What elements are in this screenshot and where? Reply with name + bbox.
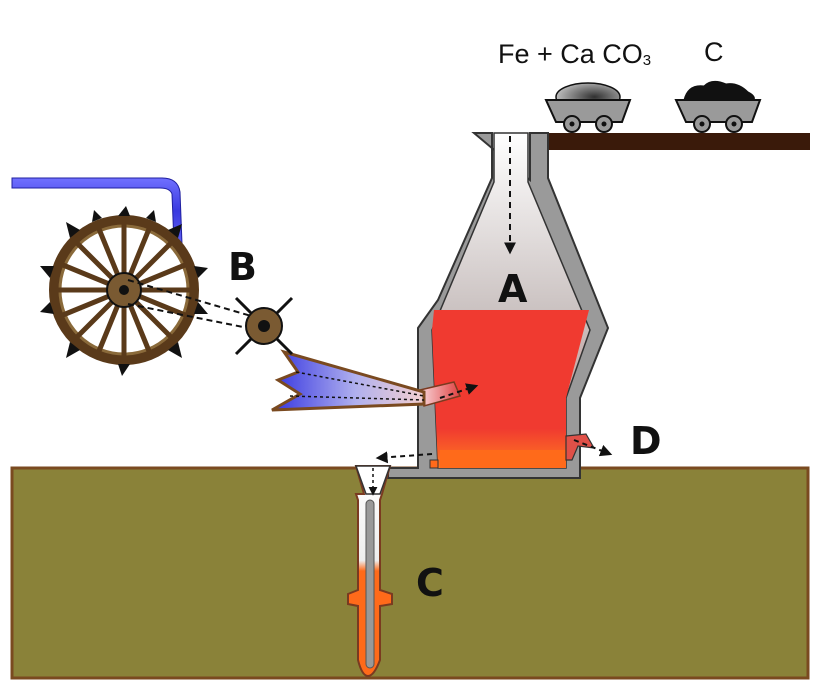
- waterwheel-icon: [40, 206, 208, 376]
- label-a: A: [498, 267, 528, 311]
- transmission-line-1: [127, 279, 259, 319]
- coal-cart-label: C: [704, 37, 724, 67]
- slag-exit-arrow: [573, 439, 613, 457]
- iron-tap-spout: [429, 459, 439, 469]
- ground: [10, 466, 810, 680]
- slag-notch: [565, 433, 596, 461]
- label-d: D: [630, 419, 662, 463]
- ore-cart-label: Fe + Ca CO3: [498, 39, 651, 69]
- label-c: C: [416, 561, 444, 605]
- air-flow-arrow: [439, 383, 479, 399]
- transmission-line-2: [127, 303, 259, 331]
- gear-icon: [234, 296, 294, 356]
- molten-iron-zone: [432, 310, 589, 468]
- bellows-air-line-2: [289, 395, 425, 401]
- bellows-icon: [271, 349, 426, 412]
- coal-cart-icon: [674, 80, 762, 133]
- mould-core: [365, 499, 375, 669]
- molten-bottom-layer: [440, 450, 566, 468]
- bellows-air-line-1: [295, 371, 425, 397]
- iron-tap-arrow: [375, 451, 433, 464]
- label-b: B: [228, 245, 257, 289]
- ore-cart-icon: [544, 82, 632, 133]
- rail-platform: [548, 133, 810, 150]
